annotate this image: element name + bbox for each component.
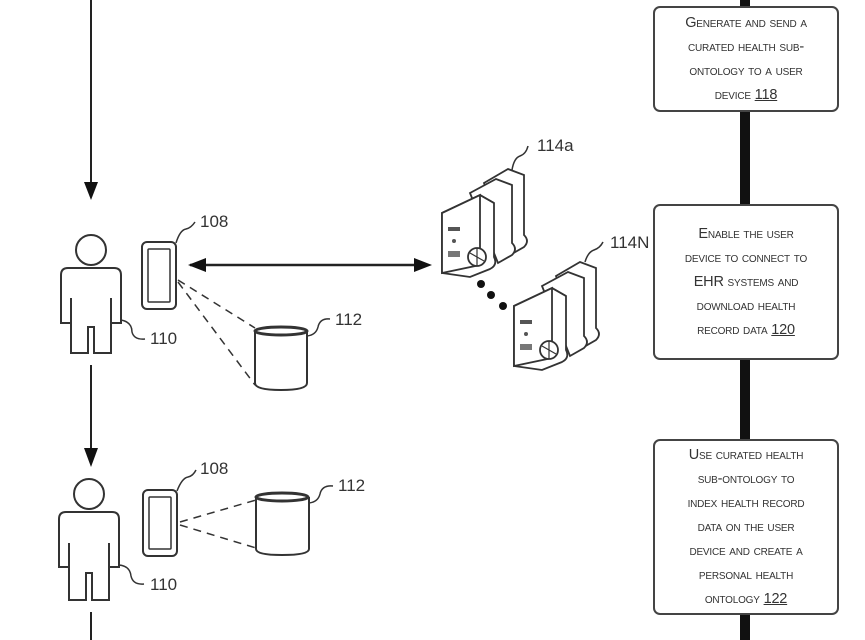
label-device-108-bottom: 108	[200, 459, 229, 478]
step-120-line-1: Enable the user	[698, 226, 794, 242]
step-122-line-3: index health record	[687, 495, 805, 511]
leader-line-108-bottom	[176, 469, 197, 492]
step-118-ref: 118	[754, 87, 778, 103]
leader-line-114a	[511, 145, 529, 171]
step-120-line-3: EHR systems and	[693, 274, 799, 290]
label-device-108: 108	[200, 212, 229, 231]
device-database-link-bottom	[179, 499, 257, 549]
database-icon-bottom	[254, 491, 310, 557]
step-122-line-1: Use curated health	[688, 447, 804, 463]
step-120-line-2: device to connect to	[684, 250, 808, 266]
step-122-line-4: data on the user	[697, 519, 795, 535]
leader-line-110-bottom	[118, 564, 145, 585]
bidirectional-connection-arrow	[188, 258, 432, 272]
step-120-ref: 120	[771, 322, 795, 338]
step-118-box: Generate and send a curated health sub- …	[653, 6, 839, 112]
step-122-line-2: sub-ontology to	[697, 471, 795, 487]
label-user-110-bottom: 110	[150, 575, 178, 594]
label-user-110: 110	[150, 329, 178, 348]
server-cluster-icon-n	[513, 261, 600, 371]
leader-line-114n	[584, 241, 604, 263]
label-server-114a: 114a	[537, 136, 574, 155]
leader-line-112	[306, 318, 331, 337]
database-icon	[253, 325, 309, 392]
flow-arrow-top	[84, 0, 98, 200]
device-database-link	[177, 279, 256, 386]
label-server-114n: 114N	[610, 233, 650, 252]
user-icon-bottom	[58, 478, 120, 601]
leader-line-112-bottom	[308, 485, 334, 504]
label-database-112: 112	[335, 310, 363, 329]
step-122-line-6: personal health	[698, 567, 794, 583]
user-device-icon-bottom	[142, 489, 178, 557]
step-120-line-5: record data	[697, 322, 768, 338]
flow-arrow-middle	[84, 365, 98, 467]
step-122-box: Use curated health sub-ontology to index…	[653, 439, 839, 615]
server-cluster-icon-a	[441, 168, 528, 278]
leader-line-108	[175, 221, 196, 244]
step-122-ref: 122	[763, 591, 788, 607]
step-118-line-3: ontology to a user	[689, 63, 803, 79]
step-120-line-4: download health	[696, 298, 796, 314]
step-118-line-4: device	[714, 87, 751, 103]
step-120-box: Enable the user device to connect to EHR…	[653, 204, 839, 360]
user-icon	[60, 234, 122, 354]
step-122-line-7: ontology	[704, 591, 760, 607]
step-122-line-5: device and create a	[689, 543, 803, 559]
step-118-line-1: Generate and send a	[685, 15, 807, 31]
step-118-line-2: curated health sub-	[688, 39, 804, 55]
leader-line-110	[120, 319, 146, 340]
user-device-icon	[141, 241, 177, 310]
label-database-112-bottom: 112	[338, 476, 366, 495]
more-servers-ellipsis	[477, 280, 507, 310]
